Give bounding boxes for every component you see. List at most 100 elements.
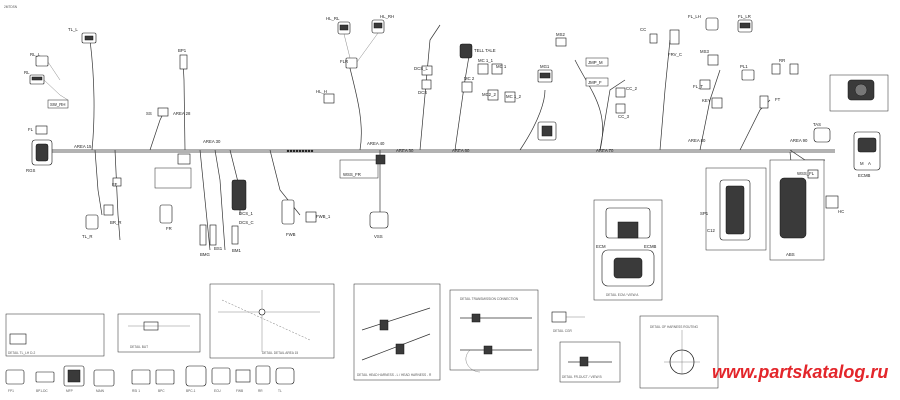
detail-3-caption: DETAIL DETAIL AREA 15 (262, 351, 298, 355)
detail-box-7: DETAIL FR-DUCT / VIEW B (559, 341, 621, 383)
label-cc: CC (640, 27, 646, 32)
label-rgs: RGS (26, 168, 35, 173)
label-jmp-m: JMP_M (588, 60, 603, 65)
bottom-label-9: RR (258, 389, 263, 393)
bottom-label-1: BP1-DC (36, 389, 48, 393)
convoluted-tube (286, 149, 314, 153)
label-mc1: MC 1 (496, 64, 507, 69)
connector-bm1: BM1 (231, 225, 241, 253)
label-wss-fl: WSS_FL (797, 171, 815, 176)
label-area80: AREA 80 (688, 138, 706, 143)
label-c12: C12 (707, 228, 715, 233)
bottom-label-6: BPC-1 (186, 389, 196, 393)
label-mc-1-1: MC 1_1 (478, 58, 494, 63)
label-tell-tale: TELL TALE (474, 48, 496, 53)
label-mg1: MG1 (540, 64, 550, 69)
connector-ms3: MS3 (700, 49, 719, 66)
connector-flr: FLR (340, 57, 358, 69)
connector-cc: CC_2 CC_3 (615, 86, 638, 119)
label-ft: FT (775, 97, 781, 102)
connector-ld (154, 153, 192, 189)
connector-fl-lr: FL_LR (737, 14, 753, 33)
label-bm1: BM1 (232, 248, 241, 253)
label-tl-r: TL_R (82, 234, 93, 239)
bottom-label-5: BPC (158, 389, 165, 393)
label-area28: AREA 28 (173, 111, 191, 116)
connector-rl-l: RL_L (30, 52, 49, 67)
label-dcs-c: DCS_C (239, 220, 254, 225)
label-wss-fr: WSS_FR (343, 172, 361, 177)
label-ecm: ECM (596, 244, 606, 249)
bottom-label-2: MFP (66, 389, 73, 393)
label-mc2: MC 2 (464, 76, 475, 81)
label-frv-c: FRV_C (668, 52, 682, 57)
connector-tl-l: TL_L (68, 27, 97, 44)
detail-ecm-caption: DETAIL ECM / VIEW A (606, 293, 639, 297)
detail-box-4: DETAIL HEAD HARNESS - L / HEAD HARNESS -… (353, 283, 441, 381)
connector-hc: HC (825, 195, 844, 214)
label-fl-t: FL_T (693, 84, 703, 89)
connector-fl-t: FL_T (693, 79, 711, 90)
label-cc-3: CC_3 (618, 114, 630, 119)
label-bs1: BS1 (214, 246, 223, 251)
connector-bmg: BMG BS1 (199, 224, 223, 257)
connector-dcs-c: DCS_1 DCS_C (231, 179, 254, 225)
connector-vss: VSS (369, 211, 389, 239)
detail-2-caption: DETAIL BUT (130, 345, 148, 349)
detail-8-caption: DETAIL OF HARNESS ROUTING (650, 325, 699, 329)
label-jmp-f: JMP_F (588, 80, 602, 85)
label-hc: HC (838, 209, 844, 214)
label-area40: AREA 40 (367, 141, 385, 146)
label-fl-lh: FL_LH (688, 14, 701, 19)
bottom-label-4: RSI 1 (132, 389, 140, 393)
connector-cc-top: CC (640, 27, 658, 44)
label-sw-rh: SW_RH (50, 102, 66, 107)
connector-big-left: RGS (26, 139, 53, 173)
engine-detail (829, 74, 889, 112)
connector-rr: RR (771, 58, 799, 75)
connector-ecmb: M A ECMB (853, 131, 881, 178)
connector-dcs: DCS (418, 79, 432, 95)
connector-hl-rh: HL_RH (371, 14, 394, 34)
detail-box-1: DETAIL TL_LH D-2 (5, 313, 105, 357)
label-fl-lr: FL_LR (738, 14, 751, 19)
detail-box-2: DETAIL BUT (117, 313, 201, 353)
label-tl-l: TL_L (68, 27, 78, 32)
bottom-label-3: MAIN (96, 389, 105, 393)
label-area70: AREA 70 (596, 148, 614, 153)
bottom-label-8: FWB (236, 389, 243, 393)
ecm-box: SP1 C12 (700, 167, 767, 251)
label-ecm-m: M (860, 161, 864, 166)
label-ecmb2: ECMB (644, 244, 657, 249)
label-ss: SS (146, 111, 152, 116)
label-dcs-l: DCS_L (414, 66, 428, 71)
page-code: 2MTDSN (4, 5, 18, 9)
label-dcs-1: DCS_1 (239, 211, 253, 216)
detail-4-caption: DETAIL HEAD HARNESS - L / HEAD HARNESS -… (357, 373, 432, 377)
label-area60: AREA 60 (452, 148, 470, 153)
label-sp1: SP1 (700, 211, 709, 216)
detail-box-3: DETAIL DETAIL AREA 15 (209, 283, 335, 359)
label-fr: FR (166, 226, 172, 231)
connector-frv-c: FRV_C (668, 29, 682, 57)
label-hl-h: HL_H (316, 89, 327, 94)
connector-dcs-l: DCS_L (414, 65, 433, 76)
label-fwb-1: FWB_1 (316, 214, 331, 219)
connector-tell-tale: TELL TALE (459, 43, 496, 59)
watermark: www.partskatalog.ru (712, 362, 888, 382)
label-cc-2: CC_2 (626, 86, 638, 91)
detail-1-caption: DETAIL TL_LH D-2 (8, 351, 35, 355)
connector-br-r: BR_R (103, 204, 121, 225)
detail-box-6: DETAIL CGR (551, 311, 585, 333)
connector-jmp: JMP_M JMP_F (585, 57, 609, 87)
label-rl: RL (24, 70, 30, 75)
bottom-label-0: FP1 (8, 389, 14, 393)
label-pl1: PL1 (740, 64, 748, 69)
label-dcs: DCS (418, 90, 427, 95)
connector-fr: FR (159, 204, 173, 231)
connector-mg1: MG1 (537, 64, 553, 83)
bottom-label-7: ECU (214, 389, 221, 393)
label-rl-l: RL_L (30, 52, 41, 57)
connector-key: KEY (702, 97, 723, 109)
